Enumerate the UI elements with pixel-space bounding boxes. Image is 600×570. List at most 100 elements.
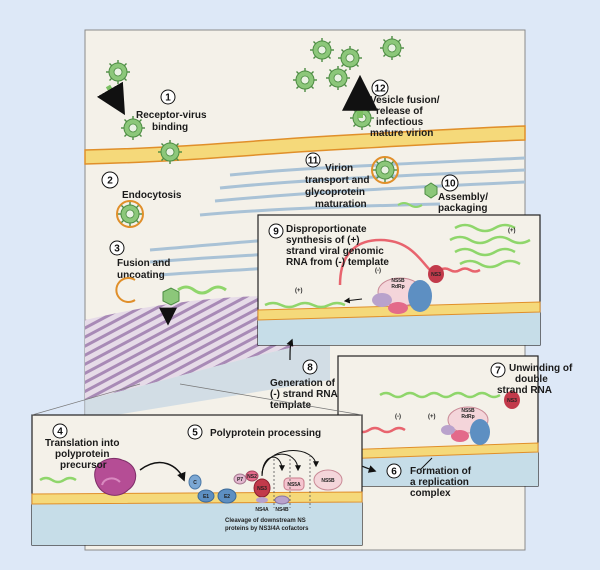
plus-strand-rna	[449, 223, 531, 269]
step-11-number: 11	[308, 156, 319, 167]
step-8-number: 8	[307, 363, 313, 374]
protein-ns5b-label: NS5B	[321, 478, 335, 484]
released-rna	[177, 285, 227, 295]
step-11-label-line1: Virion	[325, 163, 353, 174]
step-12-label-line4: mature virion	[370, 128, 433, 139]
ns3-label: NS3	[507, 398, 517, 404]
capsid-icon	[162, 287, 180, 306]
ribosome-icon	[94, 457, 137, 496]
process-arrow-icon	[286, 338, 294, 361]
step-6-label-line3: complex	[410, 488, 451, 499]
step-10-label-line1: Assembly/	[438, 192, 488, 203]
minus-strand-rna	[338, 238, 481, 286]
ns5b-label-line2: RdRp	[391, 284, 404, 290]
panel-step-7: NS3 NS5B RdRp (-) (+) 7 Unwinding of dou…	[337, 355, 573, 488]
step-4-label-line3: precursor	[60, 460, 107, 471]
step-4-label-line1: Translation into	[45, 438, 119, 449]
step-7-label-line1: Unwinding of	[509, 363, 573, 374]
step-8-label-line1: Generation of	[270, 378, 336, 389]
step-3-badge	[109, 240, 125, 256]
step-7-label-line3: strand RNA	[497, 385, 552, 396]
virion-icon	[309, 37, 335, 63]
step-8-badge	[302, 359, 318, 375]
step-3-label-line2: uncoating	[117, 270, 165, 281]
step-2-number: 2	[107, 176, 113, 187]
step-1-badge	[160, 89, 176, 105]
step-5-label: Polyprotein processing	[210, 428, 321, 439]
step-6-number: 6	[391, 467, 397, 478]
protein-ns4a-label: NS4A	[255, 507, 269, 513]
minus-strand-label: (-)	[395, 414, 401, 420]
step-11-label-line4: maturation	[315, 199, 367, 210]
protein-ns2-label: NS2	[247, 474, 257, 480]
step-6-label-line1: Formation of	[410, 466, 472, 477]
step-3-label-line1: Fusion and	[117, 258, 170, 269]
transport-vesicle	[371, 156, 399, 184]
virion-icon	[117, 201, 143, 227]
protein-e2-label: E2	[224, 494, 230, 500]
nucleus	[85, 340, 330, 420]
minus-strand-label: (-)	[375, 268, 381, 274]
capsid-icon	[424, 182, 438, 199]
step-8-label-line3: template	[270, 400, 312, 411]
protein-p7-label: P7	[237, 477, 243, 483]
ns5b-label-line1: NS5B	[391, 278, 405, 284]
step-12-number: 12	[374, 84, 386, 95]
virion-icon	[379, 35, 405, 61]
virion-icon	[292, 67, 318, 93]
step-7-number: 7	[495, 366, 501, 377]
step-9-label-line2: synthesis of (+)	[286, 235, 360, 246]
protein-ns4b-label: NS4B	[275, 507, 289, 513]
step-1-number: 1	[165, 93, 171, 104]
panel-step-4-5: 4 Translation into polyprotein precursor…	[31, 414, 363, 546]
virion-icon	[105, 59, 131, 85]
cleavage-note-line1: Cleavage of downstream NS	[225, 518, 306, 524]
virion-icon	[337, 45, 363, 71]
step-1-label-line2: binding	[152, 122, 188, 133]
packaging-rna	[397, 202, 423, 208]
synthesis-direction-arrow	[343, 297, 363, 304]
step-3-number: 3	[114, 244, 120, 255]
endosome	[116, 200, 144, 228]
step-9-number: 9	[273, 227, 279, 238]
step-11-label-line3: glycoprotein	[305, 187, 365, 198]
step-12-label-line2: release of	[376, 106, 423, 117]
virion-icon	[372, 157, 398, 183]
step-2-badge	[101, 171, 119, 189]
cleavage-note-line2: proteins by NS3/4A cofactors	[225, 526, 309, 532]
ns5b-label-line1: NS5B	[461, 408, 475, 414]
plus-strand-label: (+)	[508, 228, 516, 234]
step-4-number: 4	[57, 427, 63, 438]
step-11-badge	[305, 152, 321, 168]
callout-line	[419, 457, 433, 471]
process-arrow-icon	[139, 461, 186, 482]
virion-icon	[157, 139, 183, 165]
step-7-label-line2: double	[515, 374, 548, 385]
step-9-label-line3: strand viral genomic	[286, 246, 384, 257]
protein-ns3-label: NS3	[257, 486, 267, 492]
step-10-number: 10	[444, 179, 456, 190]
protein-c-label: C	[193, 480, 197, 486]
step-10-label-line2: packaging	[438, 203, 487, 214]
zoom-guide-line	[31, 383, 141, 416]
plus-strand-label: (+)	[295, 288, 303, 294]
step-6-label-line2: a replication	[410, 477, 469, 488]
viral-rna	[39, 476, 77, 484]
step-1-label-line1: Receptor-virus	[136, 110, 207, 121]
step-12-label-line3: infectious	[376, 117, 424, 128]
step-2-label: Endocytosis	[122, 190, 182, 201]
plus-strand-label: (+)	[428, 414, 436, 420]
step-9-label-line1: Disproportionate	[286, 224, 367, 235]
panel-step-9: NS3 NS5B RdRp (+) (+) (-) 9 Disproportio…	[257, 214, 541, 346]
cleavage-arrow	[261, 450, 319, 477]
ns5b-label-line2: RdRp	[461, 414, 474, 420]
step-5-number: 5	[192, 428, 198, 439]
virion-icon	[325, 65, 351, 91]
protein-e1-label: E1	[203, 494, 209, 500]
step-11-label-line2: transport and	[305, 175, 369, 186]
step-12-label-line1: Vesicle fusion/	[370, 95, 440, 106]
step-12-badge	[371, 79, 389, 97]
step-9-label-line4: RNA from (-) template	[286, 257, 389, 268]
